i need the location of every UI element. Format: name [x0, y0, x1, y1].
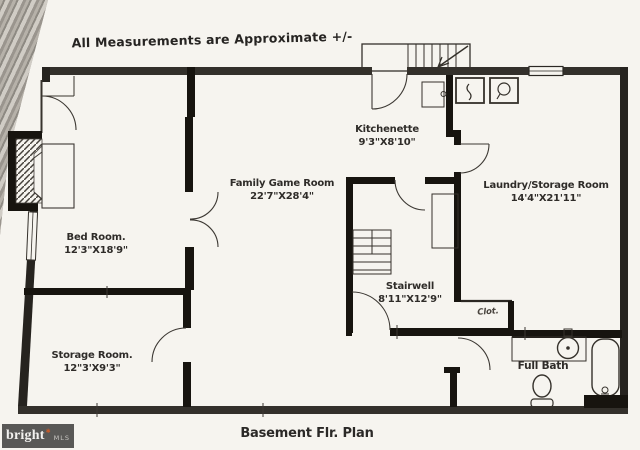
fireplace-icon	[8, 131, 75, 211]
room-dims: 9'3"X8'10"	[358, 137, 416, 148]
room-label-kitchenette: Kitchenette 9'3"X8'10"	[355, 123, 419, 149]
room-label-storage: Storage Room. 12"3'X9'3"	[51, 349, 132, 375]
room-name: Kitchenette	[355, 124, 419, 135]
brightmls-star-icon: ✱	[45, 428, 51, 435]
door-arc-stairwell-bottom	[351, 291, 391, 331]
brightmls-mls-text: MLS	[53, 433, 70, 442]
room-name: Family Game Room	[229, 178, 335, 189]
room-label-family-game-room: Family Game Room 22'7"X28'4"	[230, 177, 335, 203]
brightmls-logo-text: bright	[6, 428, 45, 443]
room-name: Laundry/Storage Room	[483, 180, 609, 191]
brightmls-logo: bright ✱ MLS	[2, 424, 74, 448]
room-name: Bed Room.	[66, 232, 126, 243]
double-door-arc-bedroom	[189, 191, 219, 248]
bedroom-game-wall	[24, 67, 195, 407]
room-dims: 12'3"X18'9"	[64, 245, 128, 256]
room-label-full-bath: Full Bath	[517, 360, 569, 372]
room-dims: 14'4"X21'11"	[510, 193, 582, 204]
bathtub-icon	[591, 338, 620, 397]
room-dims: 8'11"X12'9"	[378, 294, 442, 305]
bedroom-west-wall	[40, 76, 75, 133]
room-label-stairwell: Stairwell 8'11"X12'9"	[378, 280, 442, 306]
interior-stairs-icon	[352, 229, 392, 275]
window-icon	[528, 65, 564, 77]
door-arc-bath-vestibule	[457, 337, 491, 371]
room-dims: 12"3'X9'3"	[63, 363, 121, 374]
door-arc-kitchenette	[371, 73, 408, 110]
sink-icon	[556, 328, 580, 360]
room-dims: 22'7"X28'4"	[250, 191, 314, 202]
wall-ticks	[96, 286, 526, 417]
door-arc-bedroom-closet	[41, 95, 77, 131]
door-arc-storage	[151, 327, 187, 363]
room-name: Storage Room.	[51, 350, 133, 361]
exterior-stairs-icon	[361, 43, 471, 72]
washer-icon	[455, 77, 485, 104]
toilet-icon	[530, 374, 554, 408]
closet-note: Clot.	[476, 306, 499, 318]
bedroom-window-icon	[25, 211, 39, 261]
door-arc-stairwell-top	[394, 179, 426, 211]
room-label-bedroom: Bed Room. 12'3"X18'9"	[64, 231, 128, 257]
plan-caption: Basement Flr. Plan	[240, 426, 374, 441]
understair-closet	[431, 193, 459, 249]
utility-cabinet	[421, 81, 447, 108]
room-name: Stairwell	[385, 281, 435, 292]
bath-corner-block	[584, 395, 628, 408]
closet-walls	[461, 299, 514, 330]
room-label-laundry: Laundry/Storage Room 14'4"X21'11"	[483, 179, 609, 205]
door-arc-laundry	[459, 143, 490, 174]
door-arcs	[351, 73, 491, 371]
vanity-counter	[511, 336, 587, 362]
dryer-icon	[489, 77, 519, 104]
